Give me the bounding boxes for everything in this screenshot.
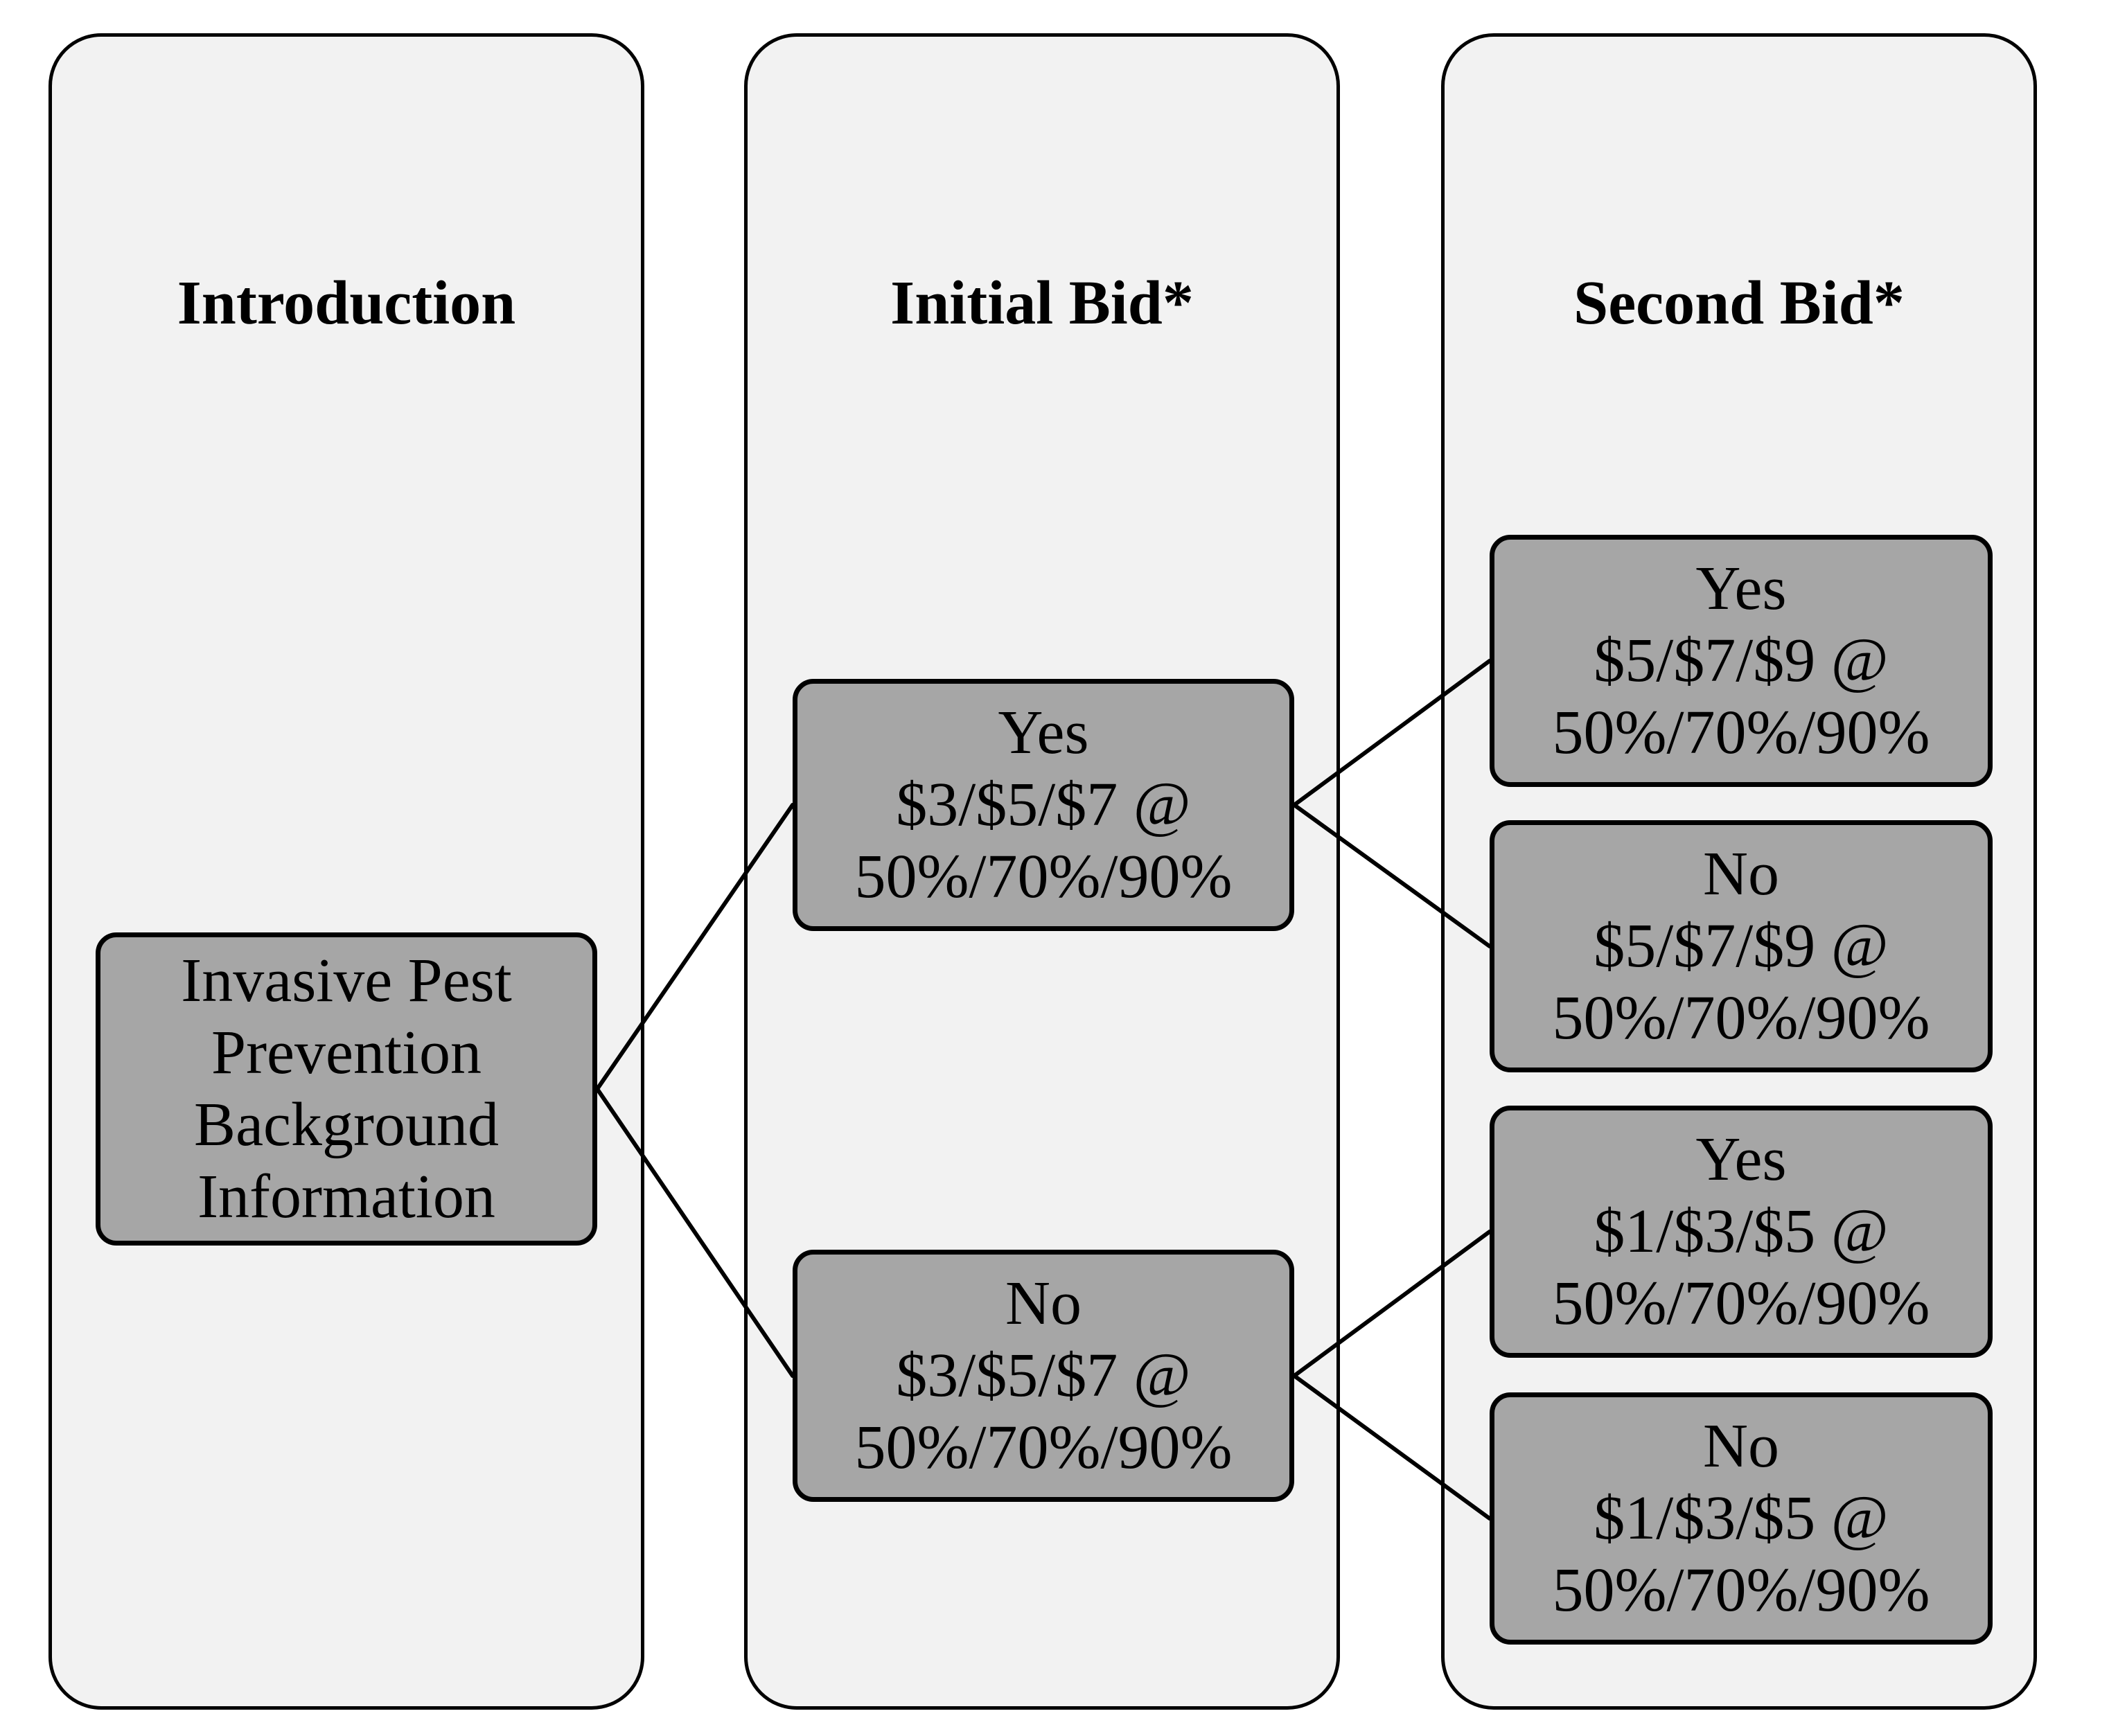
intro-node: Invasive Pest Prevention Background Info… — [96, 932, 597, 1246]
node-probabilities: 50%/70%/90% — [854, 842, 1233, 911]
connector-initial-yes-to-second-no — [1292, 803, 1492, 948]
initial-bid-yes-node: Yes $3/$5/$7 @ 50%/70%/90% — [793, 679, 1294, 931]
connector-intro-to-initial-no — [595, 1087, 795, 1378]
second-bid-no-low-node: No $1/$3/$5 @ 50%/70%/90% — [1490, 1392, 1993, 1645]
node-response: No — [1703, 1412, 1779, 1480]
node-probabilities: 50%/70%/90% — [1552, 1556, 1930, 1624]
intro-node-line: Background — [194, 1090, 499, 1159]
node-bids: $5/$7/$9 @ — [1594, 626, 1889, 695]
connector-initial-no-to-second-no — [1292, 1374, 1492, 1521]
node-bids: $1/$3/$5 @ — [1594, 1197, 1889, 1266]
introduction-heading: Introduction — [177, 269, 516, 337]
node-response: Yes — [1695, 1125, 1787, 1194]
intro-node-line: Invasive Pest — [181, 946, 512, 1015]
node-bids: $3/$5/$7 @ — [896, 770, 1191, 839]
introduction-column: Introduction — [48, 33, 644, 1710]
connector-initial-no-to-second-yes — [1292, 1230, 1492, 1378]
second-bid-yes-low-node: Yes $1/$3/$5 @ 50%/70%/90% — [1490, 1106, 1993, 1358]
second-bid-heading: Second Bid* — [1573, 269, 1905, 337]
initial-bid-heading: Initial Bid* — [890, 269, 1194, 337]
initial-bid-no-node: No $3/$5/$7 @ 50%/70%/90% — [793, 1250, 1294, 1502]
intro-node-line: Prevention — [211, 1018, 482, 1087]
node-probabilities: 50%/70%/90% — [854, 1413, 1233, 1482]
second-bid-no-high-node: No $5/$7/$9 @ 50%/70%/90% — [1490, 820, 1993, 1072]
node-response: Yes — [998, 698, 1089, 767]
node-bids: $5/$7/$9 @ — [1594, 912, 1889, 980]
node-probabilities: 50%/70%/90% — [1552, 1269, 1930, 1338]
node-probabilities: 50%/70%/90% — [1552, 698, 1930, 767]
node-response: No — [1703, 840, 1779, 908]
node-bids: $1/$3/$5 @ — [1594, 1484, 1889, 1552]
node-bids: $3/$5/$7 @ — [896, 1341, 1191, 1410]
node-response: Yes — [1695, 554, 1787, 623]
connector-intro-to-initial-yes — [595, 803, 795, 1091]
node-response: No — [1005, 1269, 1082, 1338]
intro-node-line: Information — [197, 1162, 495, 1231]
connector-initial-yes-to-second-yes — [1292, 659, 1492, 807]
second-bid-yes-high-node: Yes $5/$7/$9 @ 50%/70%/90% — [1490, 535, 1993, 787]
node-probabilities: 50%/70%/90% — [1552, 984, 1930, 1052]
